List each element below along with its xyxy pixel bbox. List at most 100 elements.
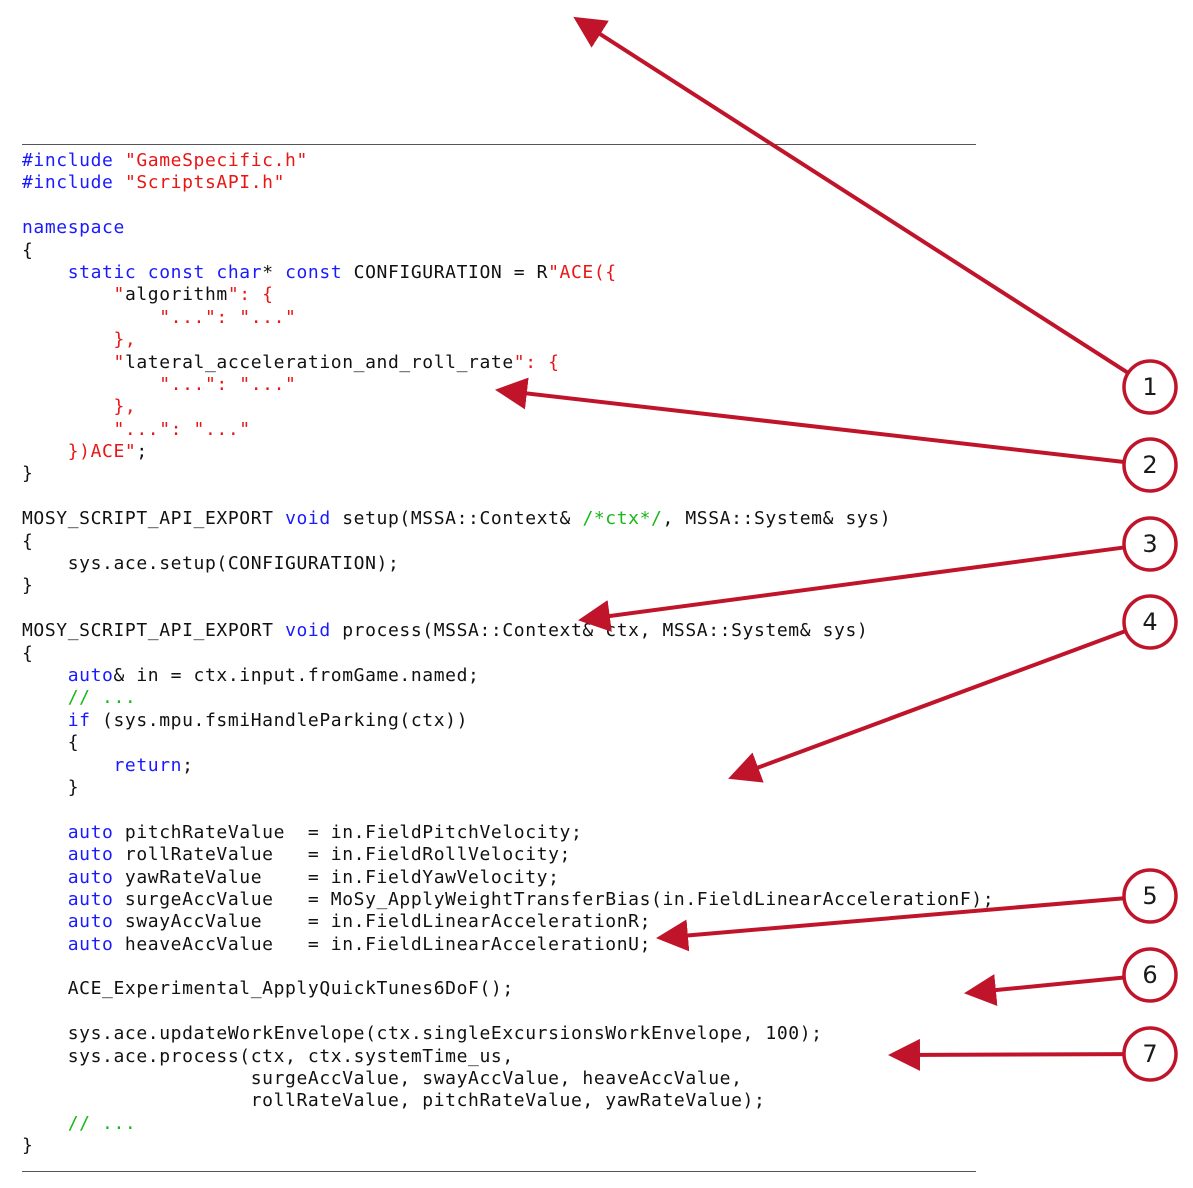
code-token: {	[22, 732, 80, 754]
code-token: {	[22, 642, 34, 664]
code-line: auto rollRateValue = in.FieldRollVelocit…	[22, 844, 994, 866]
code-token: {	[22, 530, 34, 552]
code-token: "	[22, 351, 125, 373]
code-token: pitchRateValue = in.FieldPitchVelocity;	[113, 821, 583, 843]
code-token: if	[67, 709, 91, 731]
code-line: MOSY_SCRIPT_API_EXPORT void process(MSSA…	[22, 620, 994, 642]
code-token: const	[285, 261, 343, 283]
code-line: static const char* const CONFIGURATION =…	[22, 262, 994, 284]
code-line: sys.ace.process(ctx, ctx.systemTime_us,	[22, 1046, 994, 1068]
code-line: auto surgeAccValue = MoSy_ApplyWeightTra…	[22, 889, 994, 911]
code-token	[22, 889, 68, 910]
code-line: {	[22, 643, 994, 665]
code-line: auto yawRateValue = in.FieldYawVelocity;	[22, 867, 994, 889]
code-line: },	[22, 329, 994, 351]
code-line: auto swayAccValue = in.FieldLinearAccele…	[22, 911, 994, 933]
code-line: })ACE";	[22, 441, 994, 463]
callout-arrow-6	[964, 974, 1125, 1007]
code-token	[22, 867, 68, 888]
code-token: yawRateValue = in.FieldYawVelocity;	[113, 866, 560, 888]
code-line	[22, 486, 994, 508]
code-token	[22, 911, 68, 932]
code-line	[22, 956, 994, 978]
code-token: #include	[22, 172, 125, 194]
code-line	[22, 598, 994, 620]
code-token: ;	[136, 441, 148, 463]
code-token: process(MSSA::Context& ctx, MSSA::System…	[330, 620, 869, 642]
code-token: return	[113, 754, 183, 776]
code-line: MOSY_SCRIPT_API_EXPORT void setup(MSSA::…	[22, 508, 994, 530]
code-line: sys.ace.setup(CONFIGURATION);	[22, 553, 994, 575]
code-token	[22, 934, 68, 955]
code-token: // ...	[22, 1112, 137, 1134]
code-token: auto	[67, 888, 114, 910]
code-token: {	[22, 239, 34, 261]
code-token: })ACE"	[22, 441, 137, 463]
code-token: "...": "..."	[22, 306, 297, 328]
code-token: /*ctx*/	[582, 508, 663, 530]
code-line: "...": "..."	[22, 419, 994, 441]
code-token: algorithm	[124, 284, 228, 306]
top-divider	[22, 144, 976, 145]
code-token: MOSY_SCRIPT_API_EXPORT	[22, 620, 286, 642]
callout-number-6: 6	[1142, 961, 1157, 989]
code-token	[22, 665, 68, 686]
code-line	[22, 195, 994, 217]
code-token: }	[22, 575, 34, 597]
code-token: ;	[182, 754, 194, 776]
code-token: // ...	[22, 687, 137, 709]
code-line: ACE_Experimental_ApplyQuickTunes6DoF();	[22, 978, 994, 1000]
code-token: #include	[22, 150, 125, 171]
code-token: auto	[67, 933, 114, 955]
code-line: {	[22, 240, 994, 262]
code-line: auto heaveAccValue = in.FieldLinearAccel…	[22, 934, 994, 956]
code-token	[22, 262, 68, 283]
code-token: auto	[67, 844, 114, 866]
code-token: CONFIGURATION = R	[342, 261, 549, 283]
code-token: void	[285, 508, 331, 530]
code-token: surgeAccValue = MoSy_ApplyWeightTransfer…	[113, 888, 995, 910]
code-line: {	[22, 531, 994, 553]
code-token: swayAccValue = in.FieldLinearAcceleratio…	[113, 911, 652, 933]
callout-circle-5	[1122, 868, 1178, 924]
bottom-divider	[22, 1171, 976, 1172]
code-token: sys.ace.setup(CONFIGURATION);	[22, 553, 400, 575]
code-token: ACE_Experimental_ApplyQuickTunes6DoF();	[22, 978, 514, 1000]
code-token: namespace	[22, 217, 125, 239]
code-token: *	[262, 261, 286, 283]
callout-number-5: 5	[1142, 882, 1157, 910]
code-token: auto	[67, 821, 114, 843]
code-token: auto	[67, 664, 114, 686]
code-line	[22, 1001, 994, 1023]
code-line: namespace	[22, 217, 994, 239]
code-line: "...": "..."	[22, 374, 994, 396]
code-token: void	[285, 620, 331, 642]
code-token: ": {	[227, 284, 274, 306]
code-line: return;	[22, 755, 994, 777]
code-token: setup(MSSA::Context&	[330, 508, 583, 530]
code-line: }	[22, 575, 994, 597]
code-token: surgeAccValue, swayAccValue, heaveAccVal…	[22, 1068, 743, 1090]
code-line: // ...	[22, 687, 994, 709]
code-token: auto	[67, 911, 114, 933]
callout-circle-3	[1122, 516, 1178, 572]
code-token	[22, 844, 68, 865]
callout-circle-6	[1122, 947, 1178, 1003]
code-token: & in = ctx.input.fromGame.named;	[113, 664, 480, 686]
code-token: ": {	[513, 351, 560, 373]
callout-number-7: 7	[1142, 1040, 1157, 1068]
code-token	[22, 822, 68, 843]
code-line: {	[22, 732, 994, 754]
code-token: rollRateValue = in.FieldRollVelocity;	[113, 844, 571, 866]
callout-circle-1	[1122, 359, 1178, 415]
code-token: , MSSA::System& sys)	[662, 508, 892, 530]
code-token: "...": "..."	[22, 418, 251, 440]
code-line: }	[22, 777, 994, 799]
code-line: #include "GameSpecific.h"	[22, 150, 994, 172]
code-line: // ...	[22, 1113, 994, 1135]
code-line: }	[22, 463, 994, 485]
code-token: sys.ace.process(ctx, ctx.systemTime_us,	[22, 1045, 514, 1067]
callout-circle-7	[1122, 1026, 1178, 1082]
code-listing: #include "GameSpecific.h"#include "Scrip…	[22, 150, 994, 1158]
callout-number-2: 2	[1142, 451, 1157, 479]
